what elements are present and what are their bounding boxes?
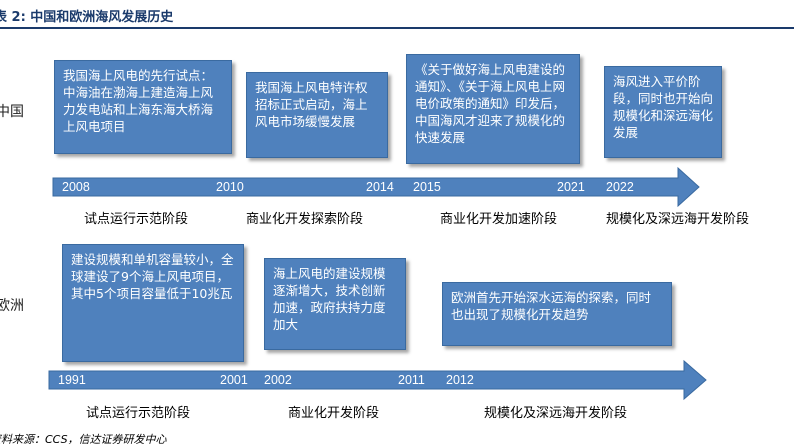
china-event-box-3: 《关于做好海上风电建设的通知》、《关于海上风电上网电价政策的通知》印发后，中国海… (406, 54, 580, 164)
europe-phase-3: 规模化及深远海开发阶段 (484, 406, 628, 421)
china-year-2022: 2022 (606, 180, 634, 194)
china-phase-3: 商业化开发加速阶段 (440, 212, 558, 227)
china-event-box-2: 我国海上风电特许权招标正式启动，海上风电市场缓慢发展 (246, 72, 388, 158)
china-year-2008: 2008 (62, 180, 90, 194)
source-note: 资料来源：CCS，信达证券研发中心 (0, 433, 167, 446)
europe-phase-2: 商业化开发阶段 (288, 406, 380, 421)
china-arrow-shape (52, 166, 700, 208)
china-year-2015: 2015 (413, 180, 441, 194)
europe-arrow-shape (48, 359, 707, 401)
china-year-2021: 2021 (557, 180, 585, 194)
china-event-box-4: 海风进入平价阶段，同时也开始向规模化和深远海化发展 (604, 66, 722, 158)
europe-event-box-3: 欧洲首先开始深水远海的探索，同时也出现了规模化开发趋势 (442, 282, 672, 346)
europe-year-2012: 2012 (446, 373, 474, 387)
europe-timeline-arrow (48, 359, 707, 401)
europe-year-1991: 1991 (58, 373, 86, 387)
china-phase-1: 试点运行示范阶段 (84, 212, 189, 227)
europe-event-box-2: 海上风电的建设规模逐渐增大，技术创新加速，政府扶持力度加大 (264, 258, 406, 350)
china-event-box-1: 我国海上风电的先行试点：中海油在渤海上建造海上风力发电站和上海东海大桥海上风电项… (54, 60, 232, 154)
europe-event-box-1: 建设规模和单机容量较小，全球建设了9个海上风电项目，其中5个项目容量低于10兆瓦 (62, 244, 244, 362)
europe-year-2002: 2002 (264, 373, 292, 387)
region-label-europe: 欧洲 (0, 298, 24, 314)
europe-year-2011: 2011 (398, 373, 425, 387)
title-rule (0, 27, 794, 29)
china-phase-2: 商业化开发探索阶段 (246, 212, 364, 227)
region-label-china: 中国 (0, 104, 24, 120)
china-phase-4: 规模化及深远海开发阶段 (606, 212, 750, 227)
figure-title: 表 2: 中国和欧洲海风发展历史 (0, 10, 174, 25)
china-timeline-arrow (52, 166, 700, 208)
china-year-2010: 2010 (216, 180, 244, 194)
europe-phase-1: 试点运行示范阶段 (86, 406, 191, 421)
europe-year-2001: 2001 (220, 373, 248, 387)
china-year-2014: 2014 (366, 180, 394, 194)
